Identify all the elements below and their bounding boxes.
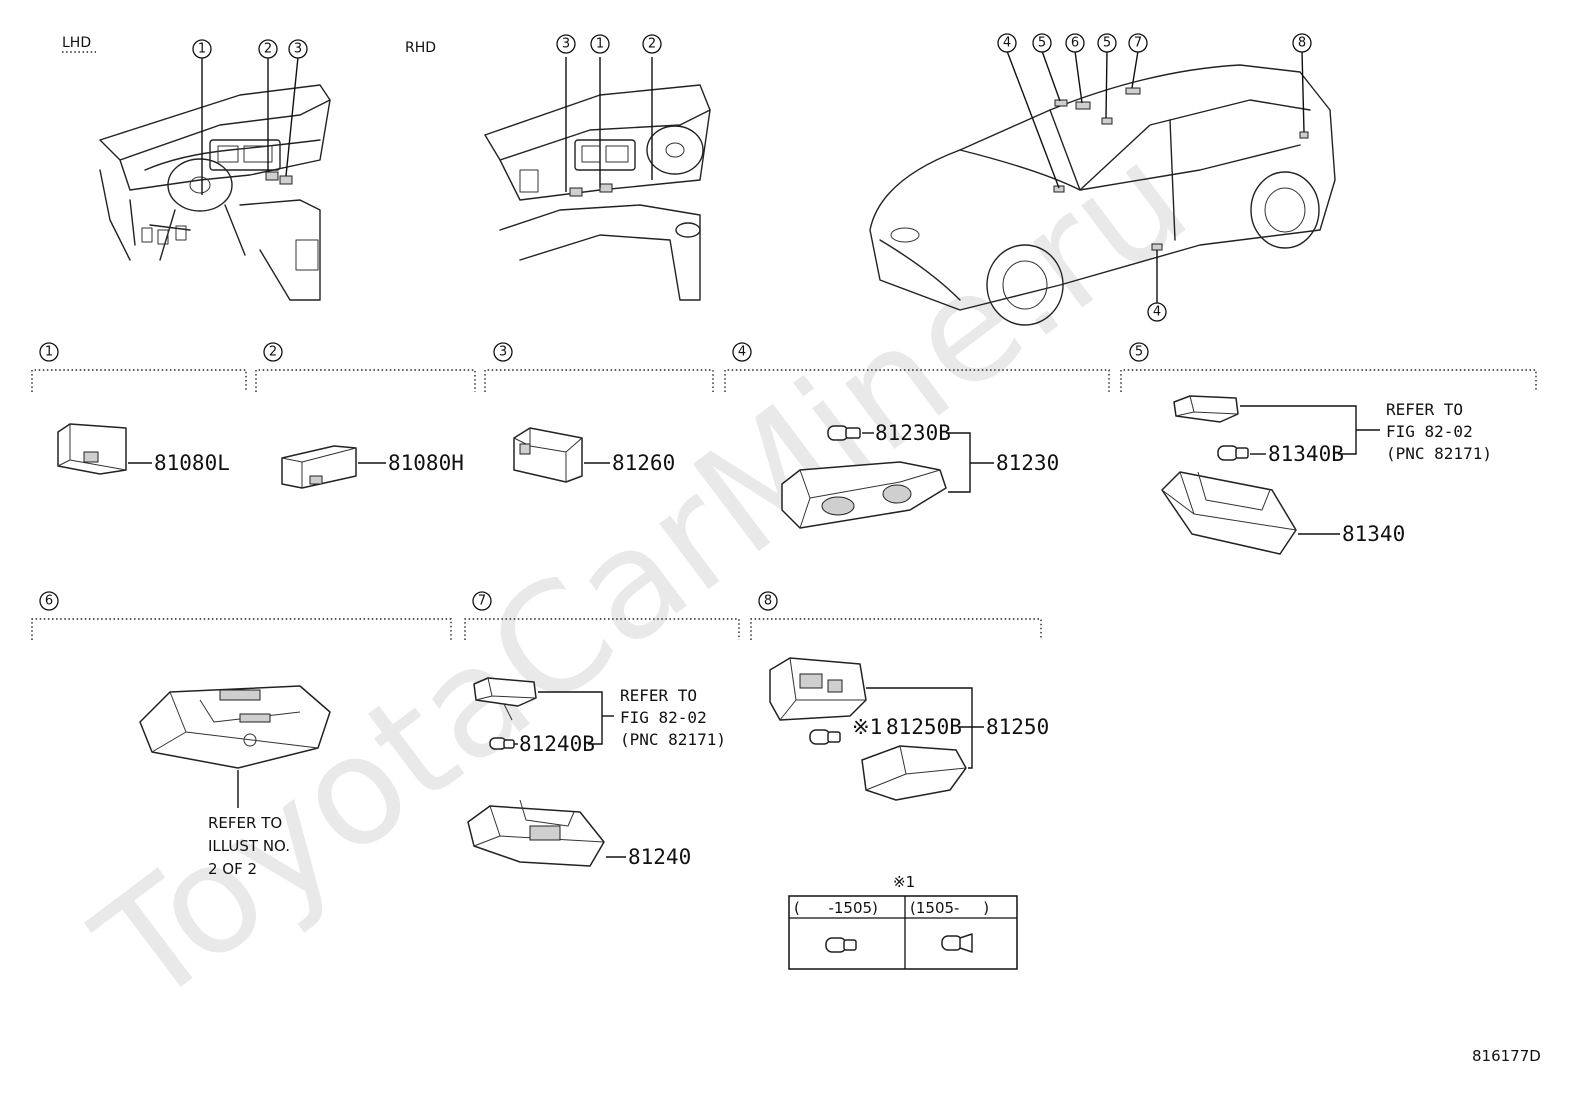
svg-text:1: 1 — [45, 345, 53, 360]
part-number-81240b: 81240B — [519, 732, 595, 756]
lhd-label: LHD — [62, 35, 91, 51]
svg-text:2: 2 — [264, 42, 272, 57]
section-5-callout — [1129, 342, 1149, 362]
table-col2-header: (1505- ) — [910, 899, 989, 917]
part-number-81240: 81240 — [628, 845, 691, 869]
part-number-81230: 81230 — [996, 451, 1059, 475]
refer-note-7-line2: FIG 82-02 — [620, 708, 707, 727]
callout-car-5b — [1097, 33, 1117, 53]
section-6: 6 REFER TO ILLUST NO. 2 OF 2 — [31, 591, 452, 878]
callout-car-4-bottom — [1147, 302, 1167, 322]
part-81230b-bulb-drawing — [827, 425, 861, 441]
part-81080h-drawing — [281, 445, 357, 489]
part-number-81230b: 81230B — [875, 421, 951, 445]
refer-note-5-line3: (PNC 82171) — [1386, 444, 1492, 463]
part-number-81250b-mark: ※1 — [852, 715, 882, 739]
part-number-81250: 81250 — [986, 715, 1049, 739]
svg-text:7: 7 — [478, 594, 486, 609]
section-1: 1 81080L — [31, 342, 247, 475]
callout-lhd-2 — [258, 39, 278, 59]
lhd-dashboard-illustration: LHD 1 2 3 — [62, 35, 331, 301]
part-number-81340: 81340 — [1342, 522, 1405, 546]
callout-lhd-1 — [192, 39, 212, 59]
section-4: 4 81230B 81230 — [724, 342, 1110, 529]
refer-note-6-line1: REFER TO — [208, 814, 282, 832]
svg-text:7: 7 — [1134, 36, 1142, 51]
bulb-variant-1-drawing — [825, 937, 857, 953]
callout-car-7 — [1128, 33, 1148, 53]
part-socket-7-drawing — [473, 677, 537, 721]
part-number-81340b: 81340B — [1268, 442, 1344, 466]
section-2-callout — [263, 342, 283, 362]
part-number-81080l: 81080L — [154, 451, 230, 475]
refer-note-6-line2: ILLUST NO. — [208, 837, 290, 855]
part-number-81260: 81260 — [612, 451, 675, 475]
refer-note-7-line1: REFER TO — [620, 686, 697, 705]
table-col1-header: ( -1505) — [794, 899, 878, 917]
part-81260-drawing — [513, 427, 583, 483]
bulb-variant-table: ※1 ( -1505) (1505- ) — [788, 873, 1018, 970]
svg-text:5: 5 — [1135, 345, 1143, 360]
section-4-callout — [732, 342, 752, 362]
part-number-81080h: 81080H — [388, 451, 464, 475]
callout-rhd-1 — [590, 34, 610, 54]
refer-note-6-line3: 2 OF 2 — [208, 860, 257, 878]
part-socket-8-drawing — [769, 657, 867, 721]
callout-car-4 — [997, 33, 1017, 53]
overhead-console-drawing — [139, 685, 331, 769]
svg-text:6: 6 — [45, 594, 53, 609]
callout-car-6 — [1065, 33, 1085, 53]
svg-text:6: 6 — [1071, 36, 1079, 51]
refer-note-7-line3: (PNC 82171) — [620, 730, 726, 749]
svg-text:1: 1 — [596, 37, 604, 52]
part-81240-lamp-drawing — [467, 799, 605, 867]
part-number-81250b: 81250B — [886, 715, 962, 739]
rhd-label: RHD — [405, 40, 436, 56]
callout-rhd-3 — [556, 34, 576, 54]
svg-text:5: 5 — [1038, 36, 1046, 51]
part-81250b-bulb-drawing — [809, 729, 841, 745]
section-7-callout — [472, 591, 492, 611]
svg-text:2: 2 — [648, 37, 656, 52]
vehicle-illustration: 4 5 6 5 7 8 4 — [869, 33, 1336, 326]
svg-text:3: 3 — [499, 345, 507, 360]
rhd-dashboard-illustration: RHD 3 1 2 — [405, 34, 711, 301]
section-7: 7 81240B REFER TO FIG 82-02 (PNC 82171) … — [464, 591, 740, 869]
part-81240b-bulb-drawing — [489, 737, 515, 750]
svg-text:5: 5 — [1103, 36, 1111, 51]
callout-car-5a — [1032, 33, 1052, 53]
svg-text:4: 4 — [738, 345, 746, 360]
svg-text:3: 3 — [294, 42, 302, 57]
svg-text:2: 2 — [269, 345, 277, 360]
section-5: 5 81340B REFER TO FIG 82-02 (PNC 82171) … — [1120, 342, 1537, 555]
callout-lhd-3 — [288, 39, 308, 59]
svg-text:8: 8 — [764, 594, 772, 609]
refer-note-5-line1: REFER TO — [1386, 400, 1463, 419]
part-81080l-drawing — [57, 423, 127, 475]
part-81250-lens-drawing — [861, 745, 967, 801]
callout-car-8 — [1292, 33, 1312, 53]
svg-text:3: 3 — [562, 37, 570, 52]
section-2: 2 81080H — [255, 342, 476, 489]
section-1-callout — [39, 342, 59, 362]
section-8: 8 ※1 81250B 81250 — [750, 591, 1049, 801]
part-81340-lamp-drawing — [1161, 471, 1297, 555]
section-3-callout — [493, 342, 513, 362]
section-8-callout — [758, 591, 778, 611]
section-6-callout — [39, 591, 59, 611]
part-socket-drawing — [1173, 395, 1239, 423]
table-mark: ※1 — [893, 873, 915, 891]
refer-note-5-line2: FIG 82-02 — [1386, 422, 1473, 441]
svg-text:4: 4 — [1153, 305, 1161, 320]
part-81230-lamp-drawing — [781, 461, 947, 529]
drawing-code: 816177D — [1472, 1047, 1541, 1065]
svg-text:8: 8 — [1298, 36, 1306, 51]
callout-rhd-2 — [642, 34, 662, 54]
svg-text:1: 1 — [198, 42, 206, 57]
section-3: 3 81260 — [484, 342, 714, 483]
bulb-variant-2-drawing — [941, 933, 973, 953]
svg-text:4: 4 — [1003, 36, 1011, 51]
part-81340b-bulb-drawing — [1217, 445, 1249, 461]
